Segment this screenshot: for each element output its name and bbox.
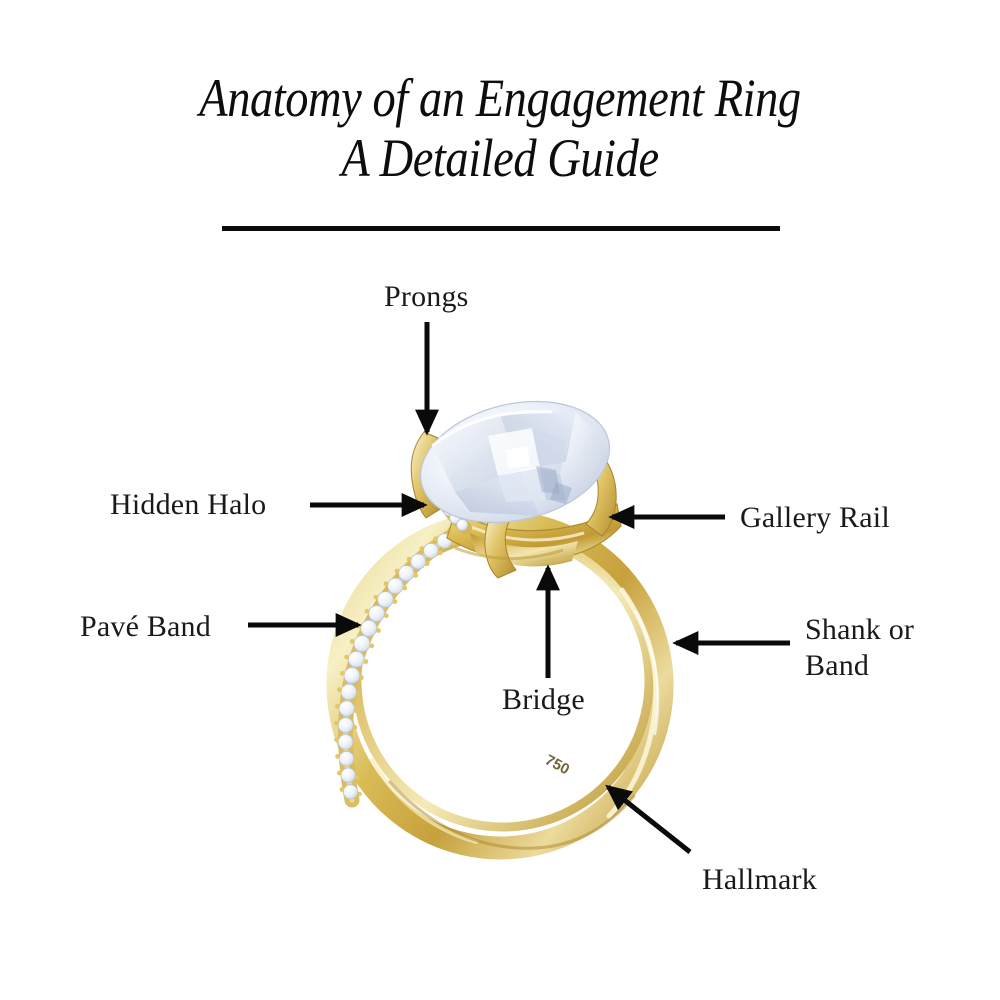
label-pave-band: Pavé Band (80, 610, 211, 643)
label-prongs: Prongs (384, 280, 469, 313)
pave-bead-prong (356, 791, 362, 797)
pave-stone (347, 650, 365, 668)
bridge (454, 546, 564, 561)
pave-stone (368, 605, 386, 622)
pave-stone (423, 542, 439, 559)
pave-bead-prong (363, 659, 369, 664)
label-gallery-rail: Gallery Rail (740, 501, 890, 534)
label-shank-or-band: Shank or Band (805, 613, 915, 682)
pave-stone (338, 750, 355, 767)
pave-bead-prong (406, 556, 412, 562)
title-divider-rule (222, 226, 780, 231)
pave-bead-prong (392, 599, 398, 604)
arrow-hallmark (605, 784, 692, 854)
title-line-1: Anatomy of an Engagement Ring (199, 68, 801, 128)
pave-bead-prong (402, 585, 408, 591)
pave-stone (337, 717, 354, 734)
pave-bead-prong (394, 568, 400, 574)
pave-bead-prong (355, 691, 361, 697)
pave-stone (337, 734, 354, 750)
pave-bead-prong (340, 670, 345, 676)
pave-bead-prong (437, 550, 443, 556)
pave-bead-prong (353, 708, 359, 714)
pave-bead-prong (337, 770, 342, 776)
pave-bead-prong (424, 561, 430, 567)
pave-bead-prong (383, 613, 389, 619)
pave-bead-prong (334, 737, 339, 743)
pave-bead-prong (339, 787, 345, 792)
pave-bead-prong (369, 643, 375, 649)
page-title: Anatomy of an Engagement Ring A Detailed… (0, 68, 1000, 188)
pave-stone (353, 635, 371, 653)
center-diamond (419, 400, 612, 524)
pave-stone (398, 565, 415, 582)
pave-stone (340, 683, 358, 701)
pave-bead-prong (352, 741, 357, 747)
pave-bead-prong (383, 581, 389, 587)
pave-stone (338, 700, 355, 717)
pave-bead-prong (359, 675, 364, 681)
pave-stone (342, 784, 358, 800)
pave-stone (343, 667, 361, 684)
pave-bead-prong (419, 546, 425, 551)
pave-bead-prong (349, 639, 355, 644)
pave-bead-prong (376, 628, 381, 633)
pave-bead-prong (334, 720, 339, 726)
title-line-2: A Detailed Guide (341, 128, 659, 188)
label-hallmark: Hallmark (702, 863, 817, 896)
pave-bead-prong (413, 573, 418, 578)
pave-bead-prong (337, 687, 342, 693)
pave-bead-prong (373, 594, 379, 600)
pave-bead-prong (433, 536, 438, 542)
label-hidden-halo: Hidden Halo (110, 488, 267, 521)
pave-bead-prong (335, 703, 340, 709)
pave-stone (340, 767, 356, 783)
pave-bead-prong (364, 608, 370, 614)
pave-bead-prong (352, 725, 358, 730)
pave-stone (410, 553, 427, 570)
pave-bead-prong (335, 754, 340, 759)
pave-bead-prong (344, 654, 350, 660)
pave-stone (377, 591, 394, 608)
pave-bead-prong (354, 775, 360, 780)
pave-stone (387, 577, 404, 595)
label-bridge: Bridge (502, 683, 585, 716)
pave-bead-prong (353, 758, 358, 764)
halo-stone (456, 518, 469, 531)
